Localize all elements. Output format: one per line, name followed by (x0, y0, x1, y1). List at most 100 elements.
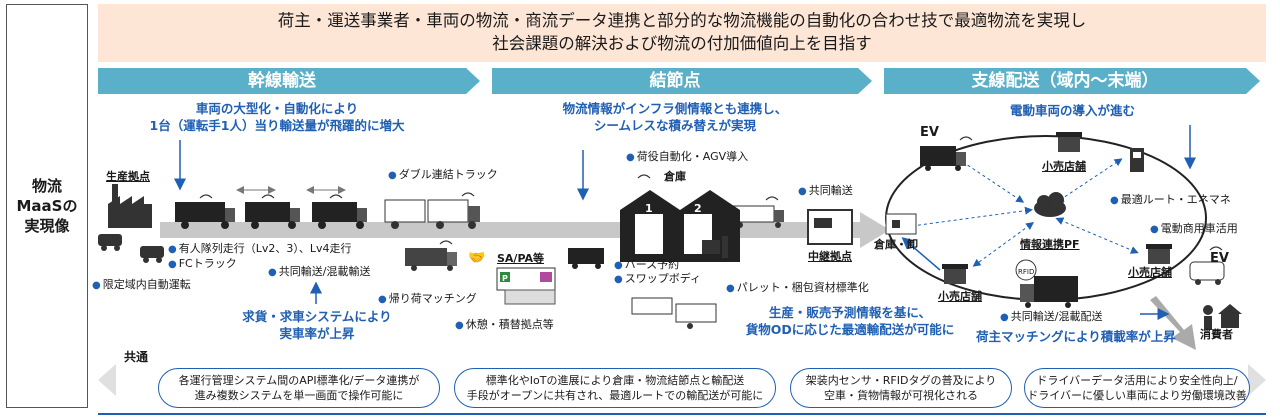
trunk-headline-line2: 1台（運転手1人）当り輸送量が飛躍的に増大 (149, 118, 405, 133)
cargo-auto-label: 荷役自動化・AGV導入 (626, 150, 748, 165)
wireless-signal-icons (199, 136, 1223, 251)
fc-truck (405, 248, 457, 271)
joint-mixed-label: 共同輸送/混載配送 (1000, 310, 1103, 325)
left-label-box: 物流 MaaSの 実現像 (6, 4, 88, 408)
node-headline-line2: シームレスな積み替えが実現 (593, 118, 757, 133)
ev-van-right (1189, 261, 1225, 285)
pill-rfid-line2: 空車・貨物情報が可視化される (824, 389, 978, 402)
node-headline-line1: 物流情報がインフラ側情報とも連携し、 (562, 101, 788, 116)
swap-body-label: スワップボディ (614, 272, 701, 287)
consumer-label: 消費者 (1200, 328, 1233, 341)
trunk-headline-line1: 車両の大型化・自動化により (195, 101, 359, 116)
sapa-icon (496, 267, 556, 305)
platoon-label: 有人隊列走行（Lv2、3）、Lv4走行 (168, 242, 352, 257)
parking-p-glyph: P (502, 274, 508, 283)
wholesale-label: 倉庫・卸 (874, 238, 918, 251)
swap-body-icon (631, 297, 717, 329)
branch-headline: 電動車両の導入が進む (1010, 103, 1136, 118)
forecast-line1: 生産・販売予測情報を基に、 (768, 305, 932, 320)
ev-charger-icon (1130, 148, 1144, 172)
double-truck-label: ダブル連結トラック (388, 168, 498, 183)
pill-api-line2: 進み複数システムを単一画面で操作可能に (194, 389, 404, 402)
pf-link-retail-right (1055, 217, 1139, 254)
matching-text: 求貨・求車システムにより 実車率が上昇 (222, 308, 412, 342)
tab-trunk-transport: 幹線輸送 (98, 68, 480, 94)
double-trailer-truck (384, 199, 480, 229)
berth-label: バース予約 (614, 258, 679, 273)
tab-node: 結節点 (492, 68, 872, 94)
cloud-icon (1034, 192, 1066, 217)
retail-store-icon-3 (942, 264, 968, 284)
wholesale-warehouse-icon (885, 213, 917, 235)
main-flow-arrow (160, 212, 890, 248)
pf-link-warehouse (907, 206, 1033, 230)
ev-label-right: EV (1210, 251, 1229, 266)
pallet-label: パレット・梱包資材標準化 (726, 281, 869, 296)
forecast-line2: 貨物ODに応じた最適輸配送が可能に (745, 322, 955, 337)
forecast-text: 生産・販売予測情報を基に、 貨物ODに応じた最適輸配送が可能に (720, 304, 980, 338)
ev-truck-top (920, 146, 966, 171)
rest-base-label: 休憩・積替拠点等 (455, 318, 554, 333)
autonomous-car-icon-2 (140, 246, 164, 263)
handshake-icon: 🤝 (468, 250, 485, 266)
tab-node-label: 結節点 (649, 71, 701, 91)
limited-area-label: 限定域内自動運転 (92, 278, 191, 293)
common-pill-iot: 標準化やIoTの進展により倉庫・物流結節点と輸配送 手段がオープンに共有され、最… (454, 368, 776, 408)
fc-truck-label: FCトラック (168, 257, 237, 272)
header-line-1: 荷主・運送事業者・車両の物流・商流データ連携と部分的な物流機能の自動化の合わせ技… (277, 11, 1087, 30)
matching-line1: 求貨・求車システムにより (242, 309, 392, 324)
info-pf-label: 情報連携PF (1020, 238, 1080, 251)
retail-label-1: 小売店舗 (1042, 160, 1086, 173)
node-truck-left (568, 248, 604, 269)
pill-driver-line2: ドライバーに優しい車両により労働環境改善 (1027, 389, 1247, 402)
shipper-matching-text: 荷主マッチングにより積載率が上昇 (976, 329, 1176, 344)
pill-api-line1: 各運行管理システム間のAPI標準化/データ連携が (178, 374, 420, 387)
rfid-tag-icon (1015, 259, 1037, 281)
common-right-arrow (1248, 364, 1266, 396)
common-pill-api: 各運行管理システム間のAPI標準化/データ連携が 進み複数システムを単一画面で操… (158, 368, 440, 408)
optimal-route-label: 最適ルート・エネマネ (1110, 193, 1231, 208)
header-line-2: 社会課題の解決および物流の付加価値向上を目指す (492, 34, 872, 53)
return-cargo-label: 帰り荷マッチング (378, 292, 477, 307)
common-left-arrow (98, 364, 116, 396)
matching-line2: 実車率が上昇 (279, 326, 355, 341)
platoon-truck-2 (245, 202, 300, 229)
trunk-headline: 車両の大型化・自動化により 1台（運転手1人）当り輸送量が飛躍的に増大 (112, 100, 442, 134)
factory-icon (108, 184, 152, 228)
retail-store-icon-1 (1056, 132, 1082, 152)
tab-branch-label: 支線配送（域内～末端） (971, 71, 1159, 91)
joint-delivery-label: 共同輸送 (798, 184, 853, 199)
electric-vehicle-label: 電動商用車活用 (1150, 222, 1238, 237)
warehouse-label: 倉庫 (664, 170, 686, 183)
rfid-truck (1020, 276, 1078, 308)
production-base-label: 生産拠点 (106, 170, 150, 183)
ev-label-top: EV (920, 125, 939, 140)
platoon-truck-3 (312, 202, 367, 229)
header-banner: 荷主・運送事業者・車両の物流・商流データ連携と部分的な物流機能の自動化の合わせ技… (98, 4, 1266, 62)
relay-base-label: 中継拠点 (808, 250, 852, 263)
pf-link-retail-top (1055, 158, 1123, 203)
common-pill-driver: ドライバーデータ活用により安全性向上/ ドライバーに優しい車両により労働環境改善 (1024, 368, 1250, 408)
forklift-icon (702, 236, 728, 258)
left-label-text: 物流 MaaSの 実現像 (16, 177, 78, 235)
retail-label-3: 小売店舗 (938, 290, 982, 303)
autonomous-car-icon-1 (98, 234, 122, 251)
node-headline: 物流情報がインフラ側情報とも連携し、 シームレスな積み替えが実現 (520, 100, 830, 134)
retail-label-2: 小売店舗 (1128, 266, 1172, 279)
pill-rfid-line1: 架装内センサ・RFIDタグの普及により (805, 374, 997, 387)
pill-iot-line2: 手段がオープンに共有され、最適ルートでの輸配送が可能に (466, 389, 764, 402)
tab-branch-delivery: 支線配送（域内～末端） (884, 68, 1260, 94)
relay-base-icon (807, 209, 853, 245)
common-label: 共通 (124, 350, 149, 364)
common-pill-rfid: 架装内センサ・RFIDタグの普及により 空車・貨物情報が可視化される (790, 368, 1012, 408)
door-1-label: 1 (645, 202, 653, 215)
joint-transport-label: 共同輸送/混載輸送 (268, 265, 371, 280)
tab-trunk-label: 幹線輸送 (248, 71, 316, 91)
rfid-label: RFID (1018, 268, 1035, 276)
pf-link-ev (957, 158, 1025, 203)
pf-link-retail-bottom (972, 222, 1035, 267)
retail-store-icon-2 (1146, 244, 1172, 264)
pill-iot-line1: 標準化やIoTの進展により倉庫・物流結節点と輸配送 (485, 374, 745, 387)
consumer-icon (1203, 304, 1242, 330)
